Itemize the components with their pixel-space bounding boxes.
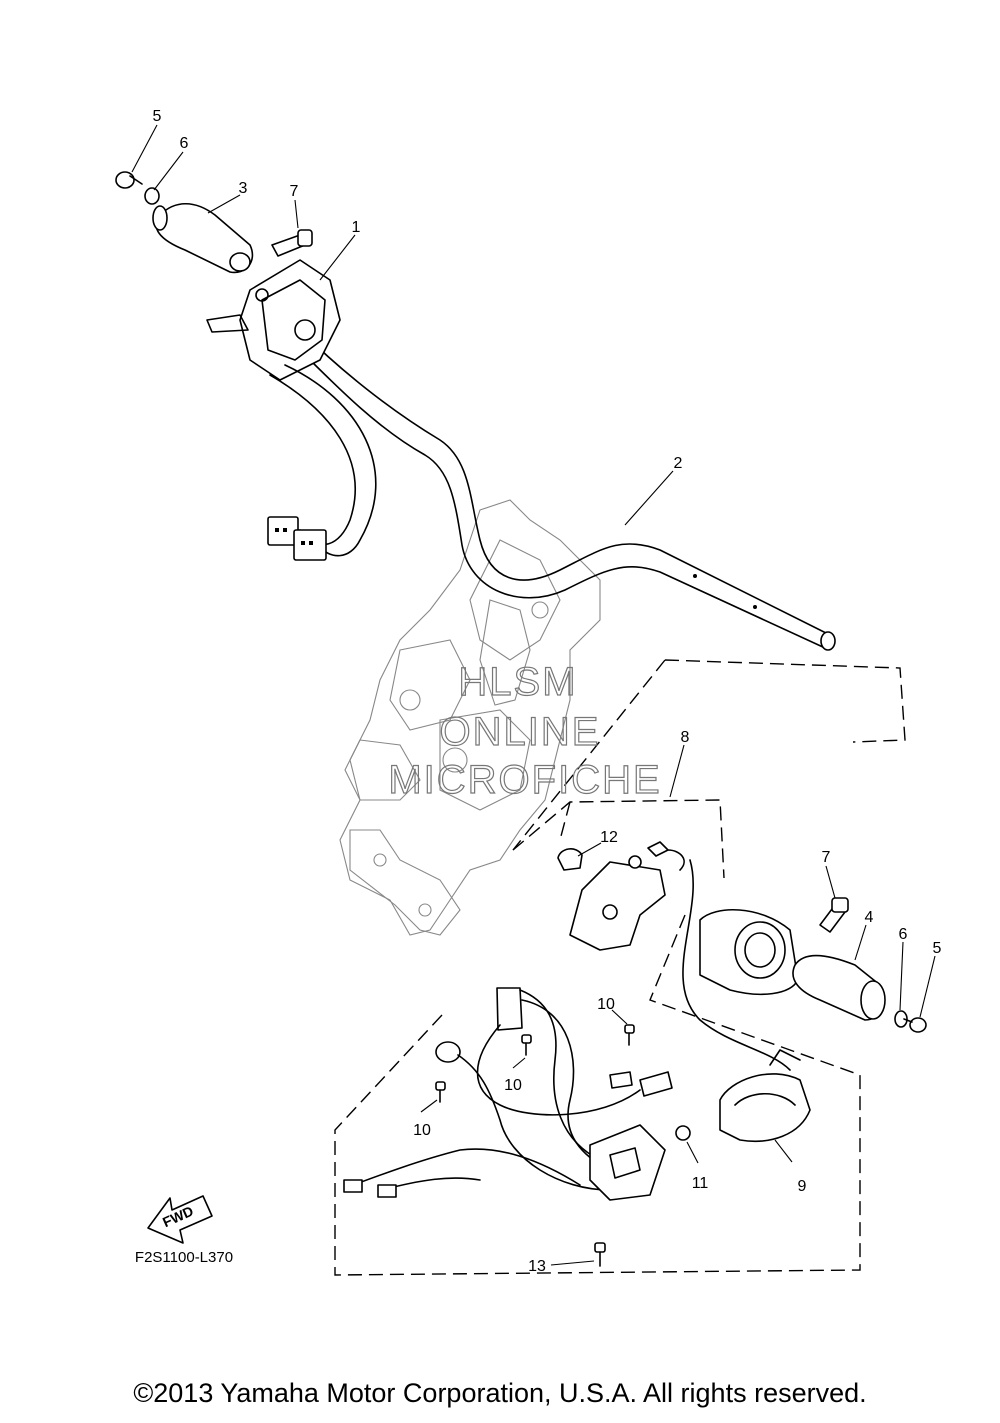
callout-10-b: 10	[504, 1077, 522, 1094]
wiring-harness	[343, 987, 673, 1201]
fwd-arrow-icon: FWD	[147, 1195, 213, 1244]
lanyard-clip	[719, 1049, 811, 1142]
callout-7-left: 7	[290, 183, 299, 200]
callout-10-c: 10	[413, 1122, 431, 1139]
right-switch-bolt	[819, 897, 849, 933]
callout-1: 1	[352, 219, 361, 236]
callout-labels: 1 2 3 4 5 5 6 6 7 7 8 9 10 10 10 10 11 1…	[153, 108, 942, 1275]
watermark-line-2: ONLINE	[440, 710, 601, 754]
watermark-line-1: HLSM	[458, 660, 577, 704]
copyright-notice: ©2013 Yamaha Motor Corporation, U.S.A. A…	[133, 1378, 867, 1408]
callout-10-a: 10	[597, 996, 615, 1013]
left-grip-screw-and-washer	[115, 171, 160, 205]
callout-6-left: 6	[180, 135, 189, 152]
assembly-boundary-upper	[512, 659, 906, 879]
frame-background-illustration	[339, 499, 601, 936]
left-grip	[152, 203, 254, 274]
watermark: HLSM ONLINE MICROFICHE	[388, 659, 661, 802]
callout-11: 11	[692, 1175, 709, 1192]
callout-8: 8	[681, 729, 690, 746]
callout-2: 2	[674, 455, 683, 472]
left-switch-bolt	[271, 229, 313, 257]
callout-6-right: 6	[899, 926, 908, 943]
callout-3: 3	[239, 180, 248, 197]
right-switch-housing	[569, 841, 791, 1071]
callout-12: 12	[600, 829, 618, 846]
left-switch-assembly	[206, 259, 377, 561]
callout-5-left: 5	[153, 108, 162, 125]
right-grip	[792, 954, 886, 1021]
leader-lines	[131, 124, 936, 1266]
callout-13: 13	[528, 1258, 546, 1275]
callout-7-right: 7	[822, 849, 831, 866]
callout-5-right: 5	[933, 940, 942, 957]
right-grip-screw-and-washer	[894, 1010, 927, 1033]
choke-knob	[557, 848, 583, 871]
callout-4: 4	[865, 909, 874, 926]
callout-9: 9	[798, 1178, 807, 1195]
watermark-line-3: MICROFICHE	[388, 758, 661, 802]
small-screws	[435, 1024, 691, 1267]
drawing-code: F2S1100-L370	[135, 1249, 233, 1266]
throttle-housing	[334, 908, 861, 1276]
handlebar	[299, 329, 836, 651]
